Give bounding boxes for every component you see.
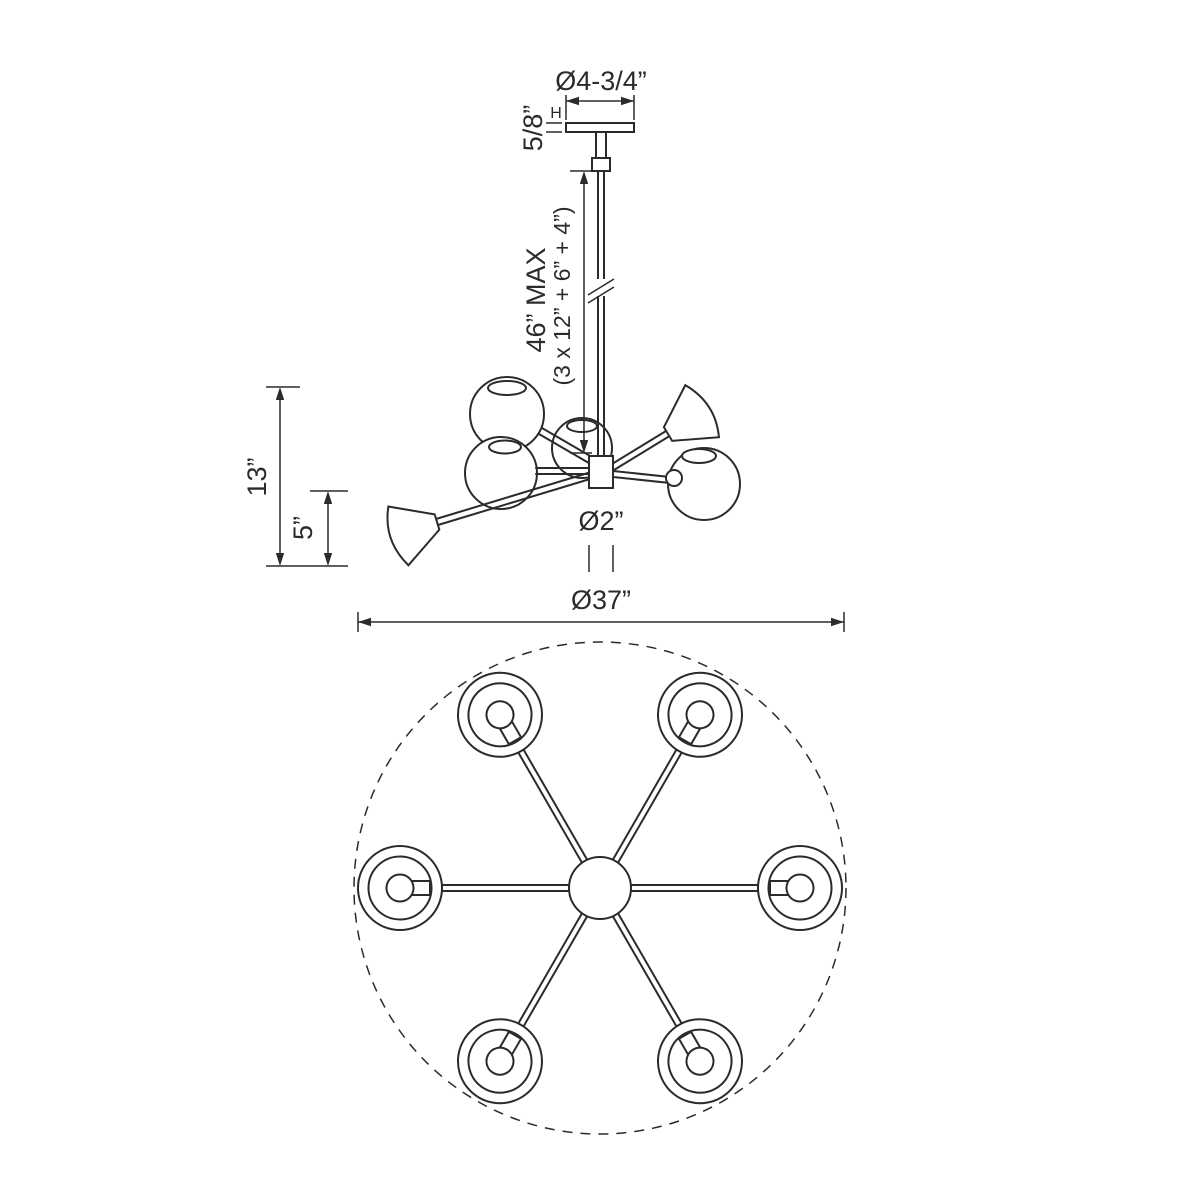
plan-socket [385,873,415,903]
plan-arm-shade-lower-left [457,912,589,1105]
fixture-diameter-label: Ø37” [571,585,631,615]
fixture-diameter-dimension: Ø37” [357,585,845,632]
shade-right [667,447,741,521]
side-arms [435,427,671,526]
shade-height-label: 5” [288,516,318,540]
downrod [587,131,615,457]
plan-socket-nub [411,880,431,896]
plan-socket-nub [769,880,789,896]
rod-collar [591,157,611,172]
plan-socket [785,873,815,903]
canopy-diameter-dimension: Ø4-3/4” [555,66,647,120]
shade-upper-right-cone [662,383,721,442]
fixture-diameter-dashed-circle [353,641,847,1135]
plan-arm-shade-left [357,845,570,931]
side-view: Ø4-3/4” 5/8” H [242,66,741,572]
plan-view [353,641,847,1135]
body-height-label: 13” [242,457,272,496]
canopy-diameter-label: Ø4-3/4” [555,66,647,96]
plan-socket [485,1046,515,1076]
plan-socket [685,1046,715,1076]
body-height-dimension: 13” [242,386,348,567]
rod-length-dimension: 46” MAX (3 x 12” + 6” + 4”) [521,170,592,454]
plan-hub [568,856,632,920]
plan-socket [685,700,715,730]
rod-length-breakdown-label: (3 x 12” + 6” + 4”) [549,207,575,386]
hub-diameter-dimension: Ø2” [578,506,624,572]
plan-arm-shade-lower-right [611,912,743,1105]
canopy-height-dimension: 5/8” H [518,105,562,152]
plan-arm-shade-right [630,845,843,931]
shade-lower-left-cone [386,505,441,567]
shade-height-dimension: 5” [288,490,348,566]
canopy [565,122,635,133]
hub-diameter-label: Ø2” [578,506,623,536]
plan-arm-shade-upper-right [611,671,743,864]
canopy-height-label: 5/8” [518,105,548,152]
canopy-height-unit-label: H [550,105,562,122]
plan-arm-shade-upper-left [457,671,589,864]
right-arm-socket-joint [665,469,683,487]
rod-break-symbol [587,278,615,304]
hub-body [588,455,614,489]
rod-max-length-label: 46” MAX [521,247,551,352]
plan-socket [485,700,515,730]
